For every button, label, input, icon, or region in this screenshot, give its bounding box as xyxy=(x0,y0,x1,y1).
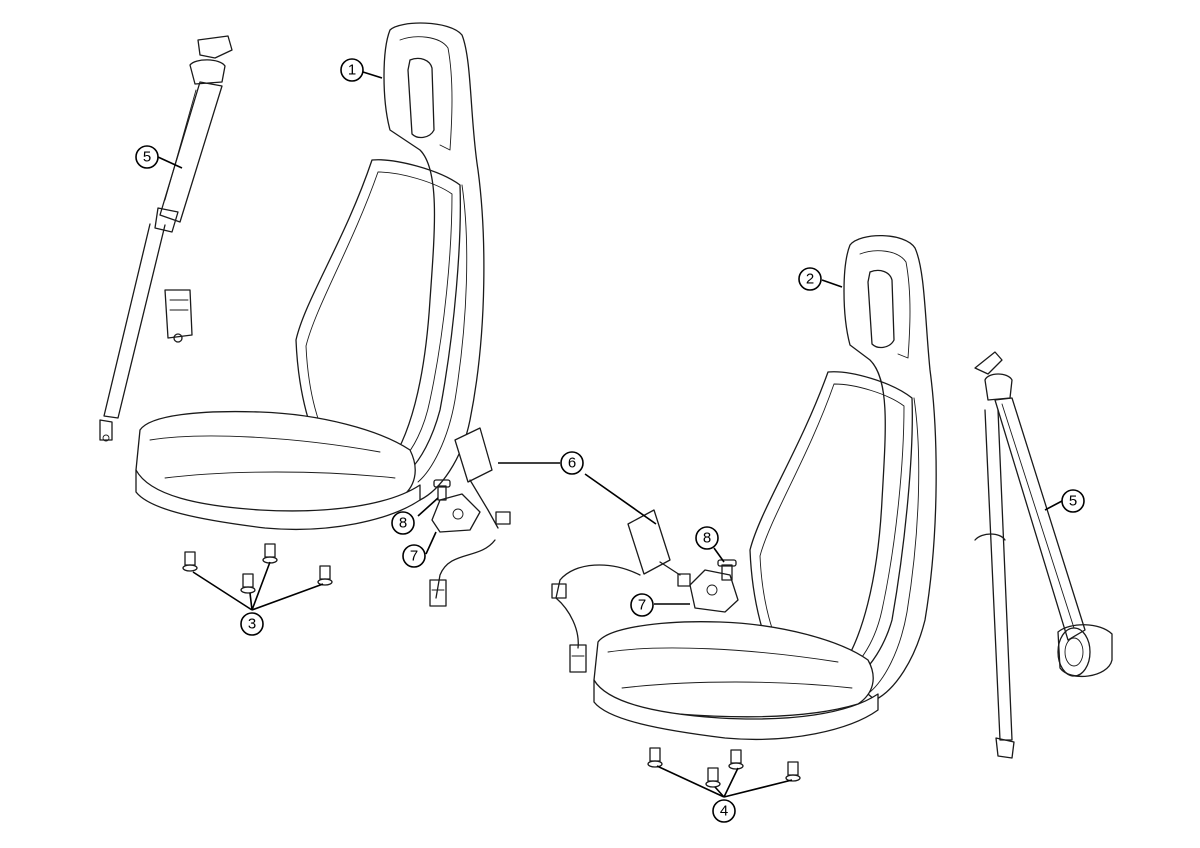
right-seatbelt xyxy=(974,351,1113,759)
bolts-right xyxy=(647,747,801,788)
callout-5-right: 5 xyxy=(1061,489,1085,513)
callout-1: 1 xyxy=(340,58,364,82)
callout-8-left-label: 8 xyxy=(399,515,407,532)
right-seat xyxy=(593,234,937,741)
left-seat xyxy=(135,22,485,531)
right-buckle-assembly xyxy=(551,509,739,673)
callout-4: 4 xyxy=(712,799,736,823)
callout-4-label: 4 xyxy=(720,803,728,820)
callout-5-left: 5 xyxy=(135,145,159,169)
callout-1-label: 1 xyxy=(348,62,356,79)
callout-2-label: 2 xyxy=(806,271,814,288)
callout-2: 2 xyxy=(798,267,822,291)
callout-8-right-label: 8 xyxy=(703,530,711,547)
leader-lines xyxy=(157,71,1063,798)
left-seatbelt xyxy=(99,35,233,442)
callout-5-right-label: 5 xyxy=(1069,493,1077,510)
callout-6-label: 6 xyxy=(568,455,576,472)
callout-6: 6 xyxy=(560,451,584,475)
callout-7-right: 7 xyxy=(630,593,654,617)
callout-5-left-label: 5 xyxy=(143,149,151,166)
callout-7-left: 7 xyxy=(402,544,426,568)
callout-3: 3 xyxy=(240,612,264,636)
callout-8-right: 8 xyxy=(695,526,719,550)
callout-3-label: 3 xyxy=(248,616,256,633)
bolts-left xyxy=(182,543,333,594)
left-buckle-assembly xyxy=(429,427,511,607)
callout-7-right-label: 7 xyxy=(638,597,646,614)
callout-8-left: 8 xyxy=(391,511,415,535)
callout-7-left-label: 7 xyxy=(410,548,418,565)
